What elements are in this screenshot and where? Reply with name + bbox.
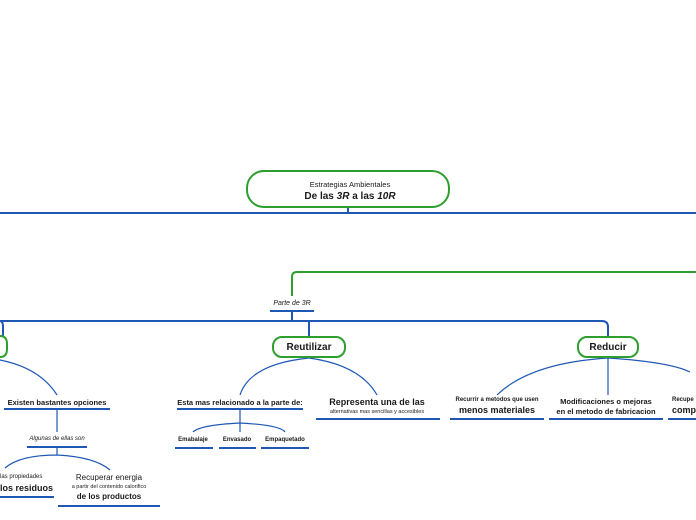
reutilizar-curve-right bbox=[308, 357, 378, 396]
left-curve-children bbox=[4, 447, 111, 471]
topic-propiedades[interactable]: las propiedades bbox=[0, 474, 43, 480]
node-reutilizar-label: Reutilizar bbox=[286, 341, 332, 353]
topic-recuperar-energia[interactable]: Recuperar energia bbox=[75, 473, 143, 482]
topic-envasado[interactable]: Envasado bbox=[222, 437, 252, 443]
topic-relacionado[interactable]: Esta mas relacionado a la parte de: bbox=[177, 398, 303, 407]
topic-menos-materiales: menos materiales bbox=[458, 405, 536, 415]
root-subtitle-10r: 10R bbox=[377, 191, 396, 202]
topic-empaquetado[interactable]: Empaquetado bbox=[265, 437, 305, 443]
branch-label-parte-de-3r: Parte de 3R bbox=[273, 300, 311, 307]
root-subtitle-mid: a las bbox=[349, 191, 378, 202]
left-node-connector bbox=[0, 320, 4, 336]
root-subtitle: De las 3R a las 10R bbox=[304, 191, 395, 202]
underline-envasado bbox=[219, 447, 256, 449]
topic-recupe[interactable]: Recupe bbox=[672, 397, 694, 403]
underline-recuperar bbox=[58, 505, 160, 507]
topic-modificaciones[interactable]: Modificaciones o mejoras bbox=[560, 397, 652, 406]
topic-representa-detalle: alternativas mas sencillas y accesibles bbox=[329, 409, 425, 415]
underline-empaquetado bbox=[261, 447, 309, 449]
root-subtitle-prefix: De las bbox=[304, 191, 337, 202]
topic-recuperar-productos: de los productos bbox=[76, 492, 142, 501]
underline-menos-materiales bbox=[450, 418, 544, 420]
underline-relacionado bbox=[177, 408, 303, 410]
underline-existen bbox=[4, 408, 110, 410]
topic-algunas[interactable]: Algunas de ellas son bbox=[29, 436, 85, 442]
underline-representa bbox=[316, 418, 440, 420]
underline-embalaje bbox=[175, 447, 213, 449]
underline-algunas bbox=[27, 446, 87, 448]
left-curve-existen bbox=[0, 359, 58, 396]
green-branch-line bbox=[291, 271, 696, 296]
node-reducir[interactable]: Reducir bbox=[577, 336, 639, 358]
underline-residuos bbox=[0, 496, 54, 498]
root-subtitle-3r: 3R bbox=[336, 191, 350, 202]
topic-residuos: los residuos bbox=[0, 483, 54, 493]
reducir-curve-left bbox=[496, 357, 609, 396]
children-bus-line bbox=[0, 320, 609, 336]
root-node[interactable]: Estrategias Ambientales De las 3R a las … bbox=[246, 170, 450, 208]
topic-compo: compo bbox=[672, 405, 696, 415]
topic-metodo-fabricacion: en el metodo de fabricacion bbox=[556, 407, 656, 416]
root-title: Estrategias Ambientales bbox=[309, 180, 391, 189]
node-reducir-label: Reducir bbox=[589, 341, 627, 353]
topic-embalaje[interactable]: Emabalaje bbox=[178, 437, 208, 443]
node-reutilizar[interactable]: Reutilizar bbox=[272, 336, 346, 358]
topic-recuperar-detalle: a partir del contenido calorifico bbox=[71, 484, 147, 490]
relacionado-children-curves bbox=[192, 408, 286, 433]
underline-modificaciones bbox=[549, 418, 663, 420]
topic-existen-opciones[interactable]: Existen bastantes opciones bbox=[7, 398, 107, 407]
topic-recurrir[interactable]: Recurrir a metodos que usen bbox=[455, 397, 539, 403]
branch-label-underline bbox=[270, 310, 314, 312]
reducir-curve-right bbox=[607, 357, 691, 373]
left-node-box[interactable] bbox=[0, 335, 8, 358]
underline-recupe bbox=[668, 418, 696, 420]
topic-representa[interactable]: Representa una de las bbox=[329, 397, 425, 407]
reutilizar-curve-left bbox=[239, 357, 310, 396]
